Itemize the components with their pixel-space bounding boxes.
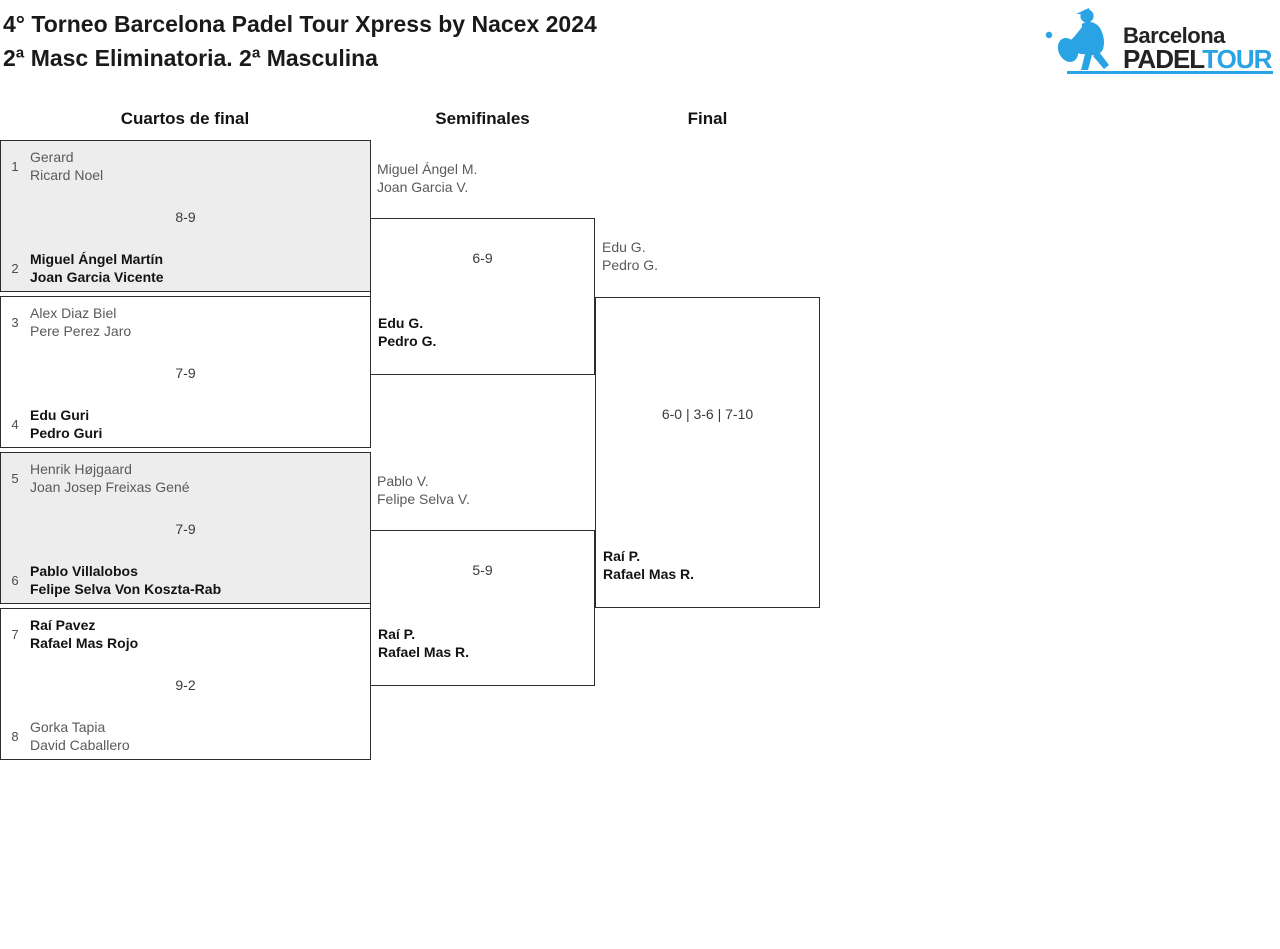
player-name: Raí P. — [603, 548, 641, 564]
team-entry-seed-2: 2 Miguel Ángel Martín Joan Garcia Vicent… — [9, 250, 362, 286]
logo-wordmark: Barcelona PADELTOUR — [1123, 23, 1272, 74]
player-name: Gorka Tapia — [30, 719, 106, 735]
quarterfinal-match-3: 5 Henrik Højgaard Joan Josep Freixas Gen… — [0, 452, 371, 604]
player-name: Pablo V. — [377, 473, 429, 489]
match-score: 6-0 | 3-6 | 7-10 — [661, 406, 754, 422]
team-players: Gorka Tapia David Caballero — [30, 718, 130, 754]
player-name: Ricard Noel — [30, 167, 104, 183]
player-name: Joan Garcia V. — [377, 179, 469, 195]
match-score: 5-9 — [472, 562, 493, 578]
team-entry-seed-5: 5 Henrik Højgaard Joan Josep Freixas Gen… — [9, 460, 362, 496]
player-name: Edu G. — [378, 315, 424, 331]
seed-number: 6 — [11, 572, 19, 588]
semifinal-1-top-team: Miguel Ángel M. Joan Garcia V. — [377, 160, 477, 196]
team-players: Henrik Højgaard Joan Josep Freixas Gené — [30, 460, 190, 496]
player-name: Rafael Mas Rojo — [30, 635, 139, 651]
round-header-cuartos: Cuartos de final — [120, 109, 250, 128]
final-top-team: Edu G. Pedro G. — [602, 238, 658, 274]
player-name: Felipe Selva V. — [377, 491, 470, 507]
seed-number: 5 — [11, 470, 19, 486]
logo-word-barcelona: Barcelona — [1123, 23, 1225, 48]
player-name: Pedro G. — [378, 333, 437, 349]
team-entry-seed-3: 3 Alex Diaz Biel Pere Perez Jaro — [9, 304, 362, 340]
team-entry-seed-6: 6 Pablo Villalobos Felipe Selva Von Kosz… — [9, 562, 362, 598]
logo-underline — [1067, 71, 1273, 74]
semifinal-2-top-team: Pablo V. Felipe Selva V. — [377, 472, 470, 508]
quarterfinal-match-4: 7 Raí Pavez Rafael Mas Rojo 9-2 8 Gorka … — [0, 608, 371, 760]
seed-number: 7 — [11, 626, 19, 642]
logo-word-tour: TOUR — [1202, 44, 1272, 74]
team-entry-seed-1: 1 Gerard Ricard Noel — [9, 148, 362, 184]
team-players: Pablo Villalobos Felipe Selva Von Koszta… — [30, 562, 221, 598]
team-players: Alex Diaz Biel Pere Perez Jaro — [30, 304, 131, 340]
player-name: David Caballero — [30, 737, 130, 753]
seed-number: 4 — [11, 416, 19, 432]
team-entry-seed-4: 4 Edu Guri Pedro Guri — [9, 406, 362, 442]
match-score: 6-9 — [472, 250, 493, 266]
player-name: Henrik Højgaard — [30, 461, 132, 477]
team-players: Miguel Ángel Martín Joan Garcia Vicente — [30, 250, 164, 286]
round-header-semifinales: Semifinales — [435, 109, 530, 128]
match-score: 7-9 — [175, 365, 196, 381]
player-name: Gerard — [30, 149, 74, 165]
team-entry-seed-7: 7 Raí Pavez Rafael Mas Rojo — [9, 616, 362, 652]
page-title: 4° Torneo Barcelona Padel Tour Xpress by… — [3, 7, 597, 75]
player-name: Rafael Mas R. — [603, 566, 695, 582]
player-name: Pere Perez Jaro — [30, 323, 132, 339]
player-name: Miguel Ángel Martín — [30, 251, 163, 267]
player-name: Joan Garcia Vicente — [30, 269, 164, 285]
player-name: Edu Guri — [30, 407, 90, 423]
semifinal-2-winner-team: Raí P. Rafael Mas R. — [378, 625, 469, 661]
round-header-final: Final — [687, 109, 728, 128]
player-name: Edu G. — [602, 239, 646, 255]
team-entry-seed-8: 8 Gorka Tapia David Caballero — [9, 718, 362, 754]
quarterfinal-match-1: 1 Gerard Ricard Noel 8-9 2 Miguel Ángel … — [0, 140, 371, 292]
seed-number: 3 — [11, 314, 19, 330]
player-name: Rafael Mas R. — [378, 644, 470, 660]
seed-number: 8 — [11, 728, 19, 744]
player-name: Felipe Selva Von Koszta-Rab — [30, 581, 222, 597]
player-name: Miguel Ángel M. — [377, 161, 478, 177]
match-score: 8-9 — [175, 209, 196, 225]
team-players: Edu Guri Pedro Guri — [30, 406, 102, 442]
barcelona-padel-tour-logo: Barcelona PADELTOUR — [1045, 4, 1273, 76]
seed-number: 1 — [11, 158, 19, 174]
padel-player-icon — [1045, 8, 1109, 71]
quarterfinal-match-2: 3 Alex Diaz Biel Pere Perez Jaro 7-9 4 E… — [0, 296, 371, 448]
semifinal-match-1: 6-9 Edu G. Pedro G. — [370, 218, 595, 375]
team-players: Gerard Ricard Noel — [30, 148, 103, 184]
tournament-subtitle: 2ª Masc Eliminatoria. 2ª Masculina — [3, 45, 378, 71]
player-name: Raí Pavez — [30, 617, 96, 633]
semifinal-1-winner-team: Edu G. Pedro G. — [378, 314, 436, 350]
player-name: Joan Josep Freixas Gené — [30, 479, 190, 495]
player-name: Raí P. — [378, 626, 416, 642]
team-players: Raí Pavez Rafael Mas Rojo — [30, 616, 138, 652]
final-match: 6-0 | 3-6 | 7-10 Raí P. Rafael Mas R. — [595, 297, 820, 608]
logo-word-padel: PADEL — [1123, 44, 1203, 74]
player-name: Pablo Villalobos — [30, 563, 138, 579]
player-name: Pedro Guri — [30, 425, 103, 441]
seed-number: 2 — [11, 260, 19, 276]
player-name: Alex Diaz Biel — [30, 305, 117, 321]
match-score: 9-2 — [175, 677, 196, 693]
semifinal-match-2: 5-9 Raí P. Rafael Mas R. — [370, 530, 595, 686]
player-name: Pedro G. — [602, 257, 659, 273]
match-score: 7-9 — [175, 521, 196, 537]
final-winner-team: Raí P. Rafael Mas R. — [603, 547, 694, 583]
tournament-title: 4° Torneo Barcelona Padel Tour Xpress by… — [3, 11, 597, 37]
